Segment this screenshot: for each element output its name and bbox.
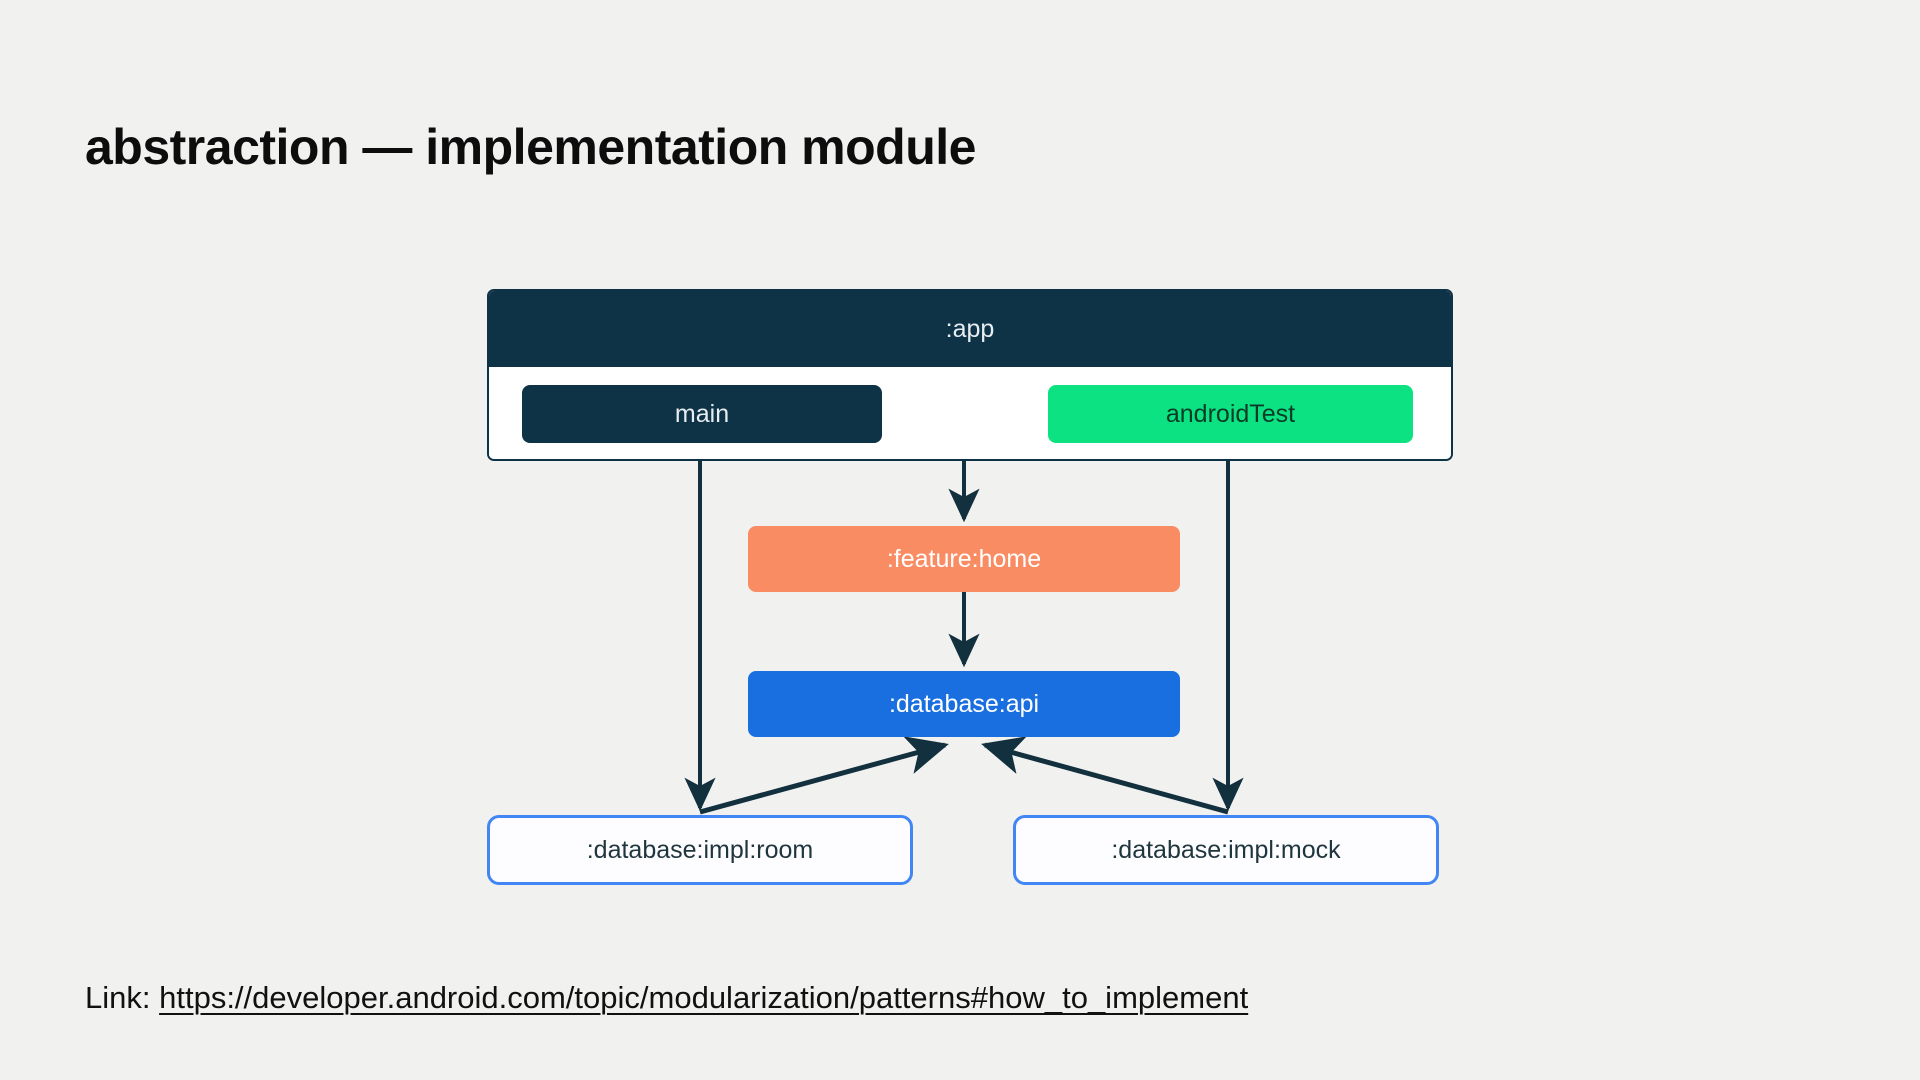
module-group-app-label: :app (489, 291, 1451, 367)
source-set-main[interactable]: main (522, 385, 882, 443)
footer-link: Link: https://developer.android.com/topi… (85, 980, 1248, 1016)
module-feature-home[interactable]: :feature:home (748, 526, 1180, 592)
module-database-impl-room[interactable]: :database:impl:room (487, 815, 913, 885)
module-database-impl-mock[interactable]: :database:impl:mock (1013, 815, 1439, 885)
module-database-api[interactable]: :database:api (748, 671, 1180, 737)
footer-link-url[interactable]: https://developer.android.com/topic/modu… (159, 980, 1249, 1015)
page-title: abstraction — implementation module (85, 119, 976, 175)
source-set-androidtest[interactable]: androidTest (1048, 385, 1413, 443)
edge-impl-room-to-database-api (699, 736, 949, 815)
edge-impl-mock-to-database-api (981, 736, 1229, 815)
module-group-app[interactable]: :app main androidTest (487, 289, 1453, 461)
footer-link-label: Link: (85, 980, 151, 1015)
module-group-app-body: main androidTest (489, 367, 1451, 459)
